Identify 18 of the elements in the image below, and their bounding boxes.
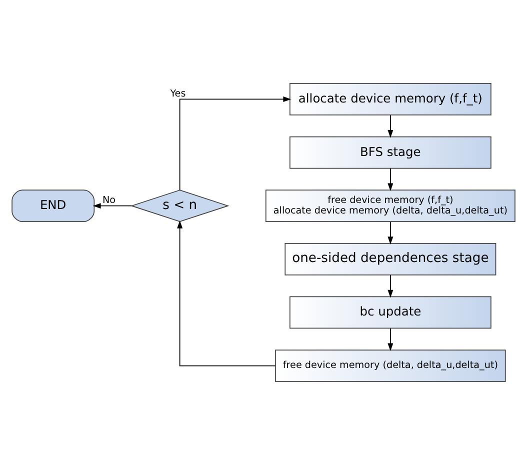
arrow — [92, 203, 132, 209]
arrow — [388, 114, 394, 138]
node-box: free device memory (f,f_t) allocate device memory (delta, delta_u,delta_ut) — [265, 190, 516, 222]
edge-label: Yes — [170, 88, 186, 100]
node-diamond: s < n — [130, 190, 230, 222]
arrow — [177, 220, 276, 366]
arrow — [388, 274, 394, 298]
node-box: allocate device memory (f,f_t) — [290, 83, 492, 116]
arrow — [388, 328, 394, 352]
arrow — [388, 168, 394, 192]
node-box: BFS stage — [290, 136, 492, 169]
node-box: free device memory (delta, delta_u,delta_ut) — [275, 350, 506, 382]
edge-label: No — [102, 195, 116, 206]
node-box: one-sided dependences stage — [284, 242, 496, 276]
arrow — [388, 221, 394, 244]
node-box: bc update — [290, 296, 492, 329]
node-box: END — [12, 190, 95, 222]
arrow — [179, 96, 292, 191]
